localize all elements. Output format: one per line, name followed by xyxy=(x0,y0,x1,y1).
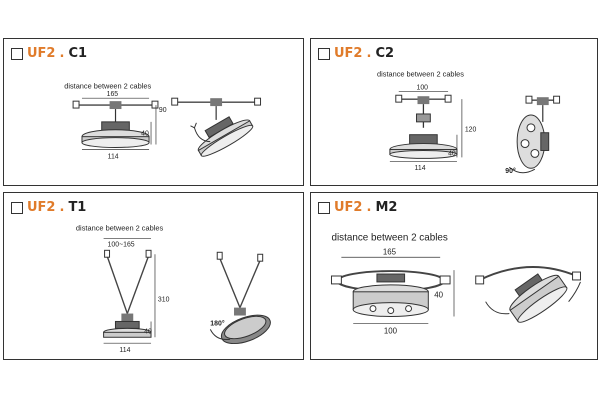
dim-top-label: 100~165 xyxy=(108,241,135,248)
cable-clamp-left xyxy=(104,249,111,258)
dim-h1-label: 310 xyxy=(158,297,170,304)
fixture-bottom xyxy=(81,137,150,149)
select-checkbox[interactable] xyxy=(11,47,23,60)
center-joint xyxy=(109,101,122,110)
model-suffix: C2 xyxy=(375,46,395,61)
dim-h1-label: 40 xyxy=(434,291,443,300)
led-hole xyxy=(530,148,540,158)
panel-title: UF2.T1 xyxy=(11,200,86,215)
dim-top-label: 100 xyxy=(417,84,429,91)
panel-uf2-t1: UF2.T1 distance between 2 cables 100~165… xyxy=(3,192,304,360)
driver-housing xyxy=(409,134,438,146)
model-prefix: UF2 xyxy=(27,46,56,61)
bracket xyxy=(416,113,431,123)
center-joint xyxy=(417,96,430,105)
tilted-fixture xyxy=(220,314,271,345)
diagram-m2: distance between 2 cables 165 100 40 xyxy=(330,232,581,335)
tilted-fixture xyxy=(509,273,568,323)
side-clamp-right xyxy=(572,271,581,281)
panel-uf2-c1: UF2.C1 distance between 2 cables 165 114… xyxy=(3,38,304,186)
cable-clamp-left xyxy=(395,94,403,103)
model-prefix: UF2 xyxy=(334,200,363,215)
led-hole xyxy=(369,305,377,313)
led-hole xyxy=(387,307,395,315)
cable-clamp-left xyxy=(72,100,80,109)
cable-left xyxy=(106,256,128,314)
rotation-arrow-icon xyxy=(193,127,211,143)
caption-distance: distance between 2 cables xyxy=(76,224,164,233)
cable-clamp-right xyxy=(444,94,452,103)
side-joint xyxy=(536,97,549,106)
panel-title: UF2.M2 xyxy=(318,200,397,215)
dim-h2-label: 40 xyxy=(144,328,152,335)
rotation-arrow-icon xyxy=(568,281,581,302)
model-prefix: UF2 xyxy=(334,46,363,61)
led-hole xyxy=(520,139,530,149)
select-checkbox[interactable] xyxy=(11,201,23,214)
panel-uf2-m2: UF2.M2 distance between 2 cables 165 100… xyxy=(310,192,598,360)
panel-title: UF2.C2 xyxy=(318,46,394,61)
select-checkbox[interactable] xyxy=(318,201,330,214)
side-joint xyxy=(210,98,223,107)
dim-h1-label: 120 xyxy=(465,127,477,134)
model-suffix: M2 xyxy=(375,200,398,215)
panel-uf2-c2: UF2.C2 distance between 2 cables 100 114… xyxy=(310,38,598,186)
caption-distance: distance between 2 cables xyxy=(377,69,464,78)
cable-clamp-right xyxy=(151,100,159,109)
side-cable-right xyxy=(239,260,261,308)
diagram-c2: distance between 2 cables 100 114 120 40… xyxy=(377,69,561,175)
dim-top-label: 165 xyxy=(107,91,119,98)
rotation-label: 180° xyxy=(210,319,225,327)
rotation-label: 90° xyxy=(505,167,516,175)
side-clamp-left xyxy=(171,97,179,106)
driver-housing xyxy=(376,273,406,283)
model-suffix: C1 xyxy=(68,46,88,61)
side-clamp-left xyxy=(475,275,485,285)
side-clamp-left xyxy=(525,95,533,104)
fixture-bottom xyxy=(389,149,458,159)
rotation-arrow-icon xyxy=(485,301,510,315)
caption-distance: distance between 2 cables xyxy=(331,232,447,243)
select-checkbox[interactable] xyxy=(318,47,330,60)
dim-bottom-label: 100 xyxy=(384,326,398,335)
side-clamp-left xyxy=(216,251,223,260)
dim-bottom-label: 114 xyxy=(119,347,130,354)
dim-h2-label: 40 xyxy=(448,150,456,157)
diagram-t1: distance between 2 cables 100~165 114 31… xyxy=(76,224,271,354)
dim-h1-label: 90 xyxy=(159,107,167,114)
dim-bottom-label: 114 xyxy=(415,165,426,172)
model-prefix: UF2 xyxy=(27,200,56,215)
dim-top-label: 165 xyxy=(383,247,397,256)
led-hole xyxy=(405,305,413,313)
side-clamp-right xyxy=(553,95,561,104)
dim-bottom-label: 114 xyxy=(108,153,119,160)
cable-right xyxy=(126,256,149,314)
rotation-arrow-icon xyxy=(209,329,231,341)
side-clamp-right xyxy=(254,97,262,106)
rotation-arrow-icon xyxy=(508,166,536,174)
cable-clamp-right xyxy=(145,249,152,258)
panel-title: UF2.C1 xyxy=(11,46,87,61)
model-suffix: T1 xyxy=(68,200,87,215)
driver-housing xyxy=(114,320,140,329)
side-driver xyxy=(540,132,550,151)
cable-clamp-left xyxy=(330,275,342,285)
side-cable-left xyxy=(219,258,241,308)
side-clamp-right xyxy=(257,253,264,262)
cable-clamp-right xyxy=(439,275,451,285)
caption-distance: distance between 2 cables xyxy=(64,81,151,90)
dim-h2-label: 40 xyxy=(141,131,149,138)
led-hole xyxy=(526,123,536,133)
side-mounting-ring xyxy=(479,266,577,281)
side-joint xyxy=(234,307,246,316)
center-joint xyxy=(121,313,134,322)
tilted-fixture xyxy=(197,116,254,157)
diagram-c1: distance between 2 cables 165 114 90 40 xyxy=(64,81,262,160)
